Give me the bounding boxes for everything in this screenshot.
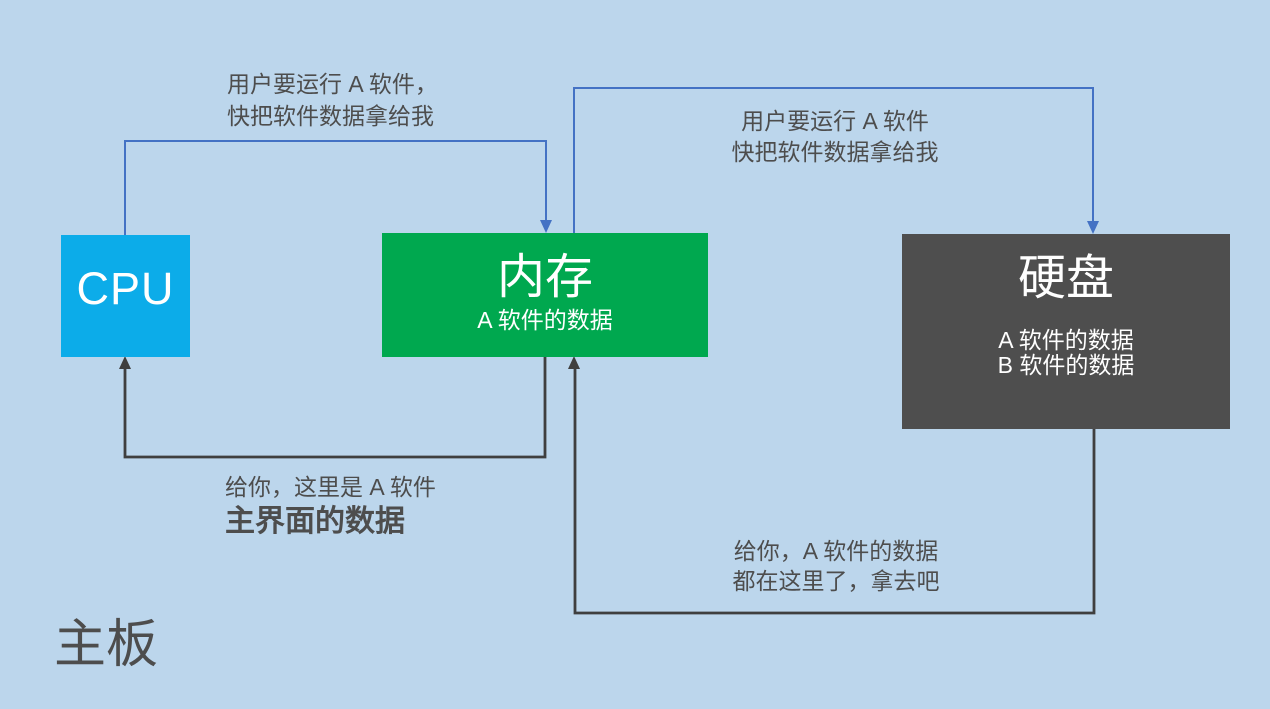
note-line: 都在这里了，拿去吧 [732, 568, 940, 594]
note-line: 快把软件数据拿给我 [731, 139, 939, 165]
note-cpu-request: 用户要运行 A 软件， 快把软件数据拿给我 [227, 68, 438, 132]
arrowhead-down-icon [1087, 221, 1099, 234]
arrowhead-up-icon [119, 356, 131, 369]
disk-items: A 软件的数据 B 软件的数据 [998, 328, 1135, 378]
disk-title: 硬盘 [1017, 252, 1114, 305]
note-line: 给你，这里是 A 软件 [225, 474, 436, 500]
memory-title: 内存 [496, 251, 593, 304]
arrowhead-up-icon [568, 356, 580, 369]
wire-memory-to-cpu [123, 357, 547, 459]
note-line: 给你，A 软件的数据 [733, 538, 939, 564]
note-disk-reply: 给你，A 软件的数据 都在这里了，拿去吧 [705, 536, 967, 596]
note-memory-request: 用户要运行 A 软件 快把软件数据拿给我 [710, 106, 960, 168]
note-line: 用户要运行 A 软件， [227, 71, 438, 97]
memory-item: A 软件的数据 [477, 307, 613, 333]
wire-memory-to-disk [573, 87, 1094, 233]
arrowhead-down-icon [540, 220, 552, 233]
wire-disk-to-memory [573, 367, 1096, 615]
disk-box: 硬盘 A 软件的数据 B 软件的数据 [902, 234, 1230, 429]
note-line: 用户要运行 A 软件 [741, 108, 929, 134]
cpu-box: CPU [61, 235, 190, 357]
wire-cpu-to-memory [124, 140, 547, 235]
cpu-title: CPU [76, 263, 175, 314]
disk-item: A 软件的数据 [998, 327, 1134, 353]
note-memory-reply: 给你，这里是 A 软件 主界面的数据 [225, 472, 436, 540]
disk-item: B 软件的数据 [997, 352, 1135, 378]
motherboard-label: 主板 [54, 616, 159, 674]
note-line: 主界面的数据 [225, 505, 405, 538]
memory-box: 内存 A 软件的数据 [382, 233, 708, 357]
note-line: 快把软件数据拿给我 [227, 103, 434, 129]
